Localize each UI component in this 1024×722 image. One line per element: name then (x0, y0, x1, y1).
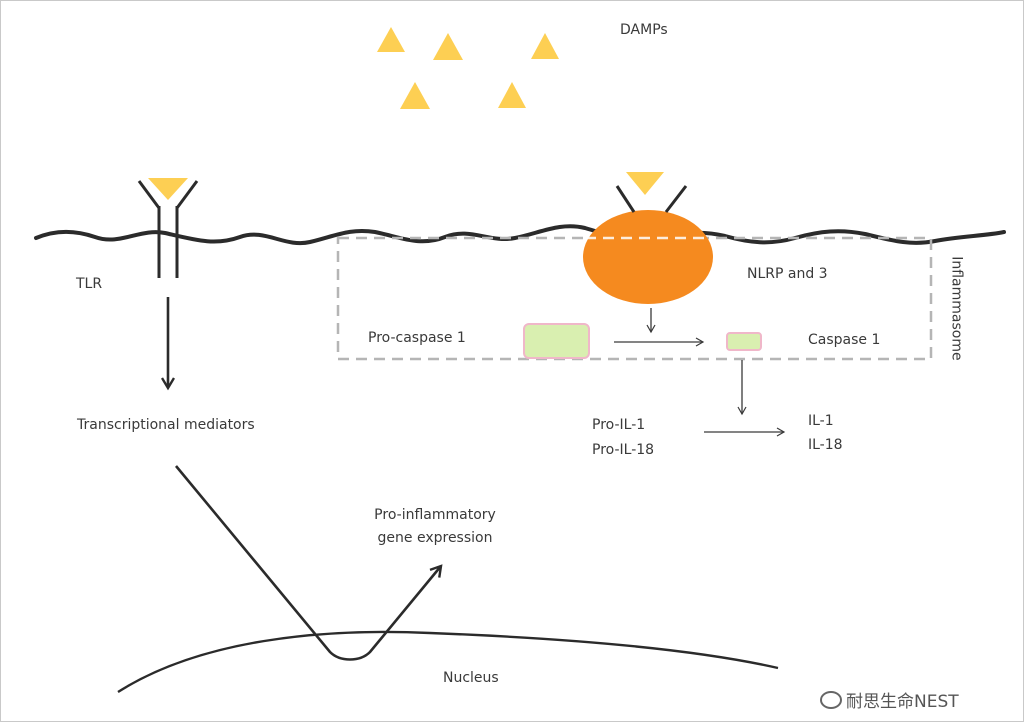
nucleus-envelope (117, 630, 779, 694)
il-18-label: IL-18 (808, 437, 843, 453)
damp-triangle (377, 27, 405, 52)
transcriptional-mediators-label: Transcriptional mediators (77, 417, 255, 433)
pro-caspase-label: Pro-caspase 1 (368, 330, 466, 346)
pro-caspase-box (523, 323, 590, 359)
nlrp3-complex (583, 172, 713, 304)
nlrp3-bound-damp (626, 172, 664, 195)
damp-triangle (531, 33, 559, 59)
pro-il-1-label: Pro-IL-1 (592, 417, 646, 433)
pro-il-18-label: Pro-IL-18 (592, 442, 655, 458)
il-1-label: IL-1 (808, 413, 834, 429)
pro-inflammatory-label-line2: gene expression (377, 530, 493, 546)
damp-triangle (400, 82, 430, 109)
watermark: 耐思生命NEST (820, 687, 959, 712)
tlr-receptor (137, 178, 199, 278)
cell-membrane (34, 224, 1006, 246)
pro-inflammatory-label-line1: Pro-inflammatory (374, 507, 496, 523)
tlr-label: TLR (76, 276, 103, 292)
gene-expression-arrow (174, 465, 441, 661)
nucleus-label: Nucleus (443, 670, 499, 686)
damp-triangle (498, 82, 526, 108)
damp-triangle (433, 33, 463, 60)
weibo-icon (820, 691, 842, 709)
watermark-text: 耐思生命NEST (846, 692, 959, 712)
caspase-label: Caspase 1 (808, 332, 881, 348)
damp-molecules (377, 27, 559, 109)
nlrp3-body (583, 210, 713, 304)
nlrp3-label: NLRP and 3 (747, 266, 828, 282)
damps-label: DAMPs (620, 22, 668, 38)
tlr-bound-damp (148, 178, 188, 200)
caspase-box (726, 332, 762, 351)
